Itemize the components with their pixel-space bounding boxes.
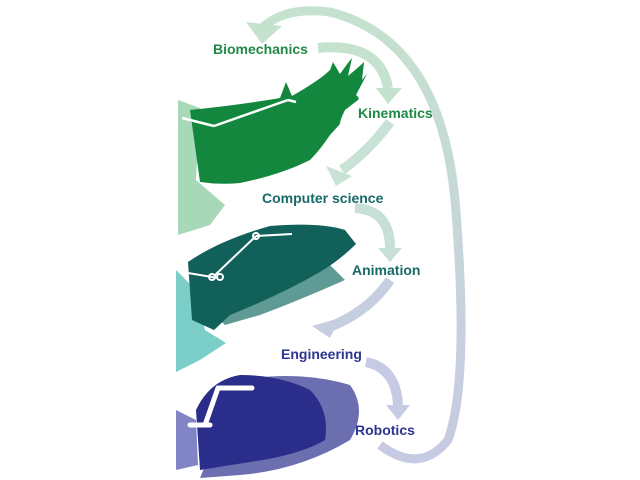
label-computer-science: Computer science: [262, 190, 384, 206]
arrow-cs-to-animation: [354, 203, 395, 249]
label-biomechanics: Biomechanics: [213, 41, 308, 57]
arrowhead: [312, 318, 340, 338]
navy-robot-arm: [187, 385, 255, 428]
arrow-animation-to-engineering: [330, 277, 395, 331]
green-wing-skeleton: [181, 98, 297, 128]
green-bird-body: [178, 100, 225, 235]
arrow-engineering-to-robotics: [364, 357, 403, 406]
teal-robot-linkage: [181, 232, 293, 281]
teal-wing: [188, 224, 356, 330]
arrowhead: [376, 88, 402, 104]
label-kinematics: Kinematics: [358, 105, 433, 121]
label-animation: Animation: [352, 262, 421, 278]
arrow-biomech-to-kinematics: [317, 42, 393, 90]
arrow-kinematics-to-cs: [339, 119, 395, 175]
arrowhead: [386, 405, 410, 420]
navy-bird-body: [176, 410, 198, 470]
label-engineering: Engineering: [281, 346, 362, 362]
navy-wing: [196, 375, 326, 470]
arrowhead: [326, 166, 352, 186]
green-wing: [190, 58, 367, 184]
label-robotics: Robotics: [355, 422, 415, 438]
feedback-loop-arrow: [258, 6, 466, 464]
feedback-arrowhead: [246, 22, 282, 44]
arrowhead: [378, 248, 402, 262]
